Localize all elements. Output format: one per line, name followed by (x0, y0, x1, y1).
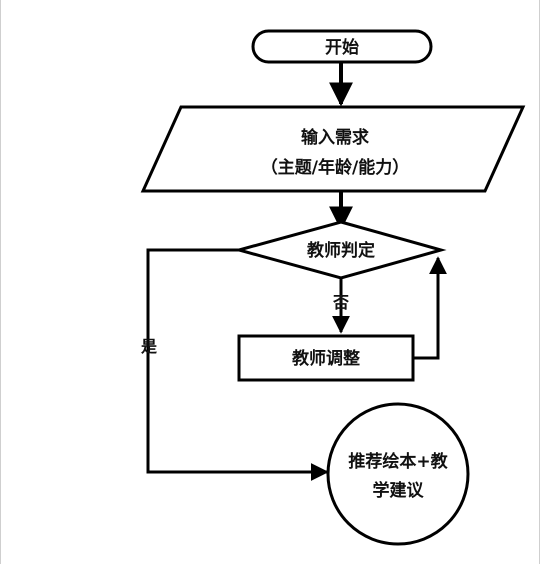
start-node-label: 开始 (325, 37, 359, 58)
adjust-node (237, 334, 415, 382)
edge-adjust-back-to-decision (413, 256, 447, 360)
decision-node (233, 220, 447, 280)
result-node-label-line1: 推荐绘本+教 (348, 451, 448, 472)
adjust-node-label: 教师调整 (291, 348, 360, 369)
edge-no-label: 否 (332, 293, 349, 312)
input-node (140, 105, 526, 193)
input-node-label-line1: 输入需求 (301, 127, 369, 148)
decision-node-label: 教师判定 (306, 240, 375, 261)
result-node (326, 402, 470, 546)
edge-decision-yes-to-result (146, 248, 329, 481)
result-node-label-line2: 学建议 (373, 480, 425, 501)
input-node-label-line2: （主题/年龄/能力） (261, 157, 409, 178)
start-node (251, 29, 433, 64)
edge-yes-label: 是 (140, 337, 157, 356)
